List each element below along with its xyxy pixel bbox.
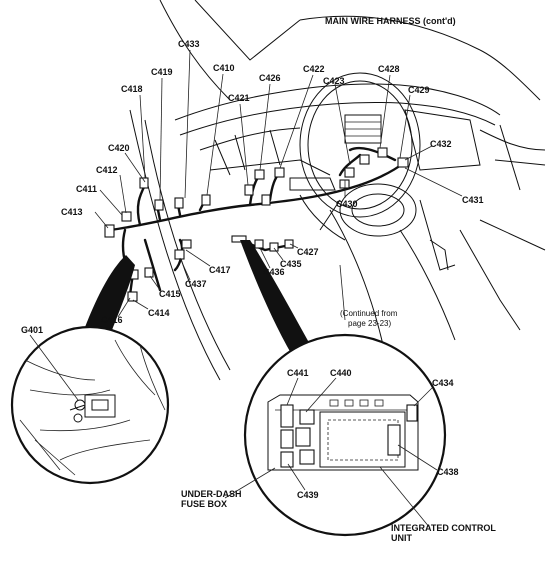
callout-wedges [82,240,312,355]
icu-label-line1: INTEGRATED CONTROL [391,523,496,533]
label-c419: C419 [151,67,173,77]
label-c429: C429 [408,85,430,95]
label-c412: C412 [96,165,118,175]
label-c413: C413 [61,207,83,217]
leader-lines [94,49,463,318]
label-c417: C417 [209,265,231,275]
label-c436: C436 [263,267,285,277]
label-c410: C410 [213,63,235,73]
label-c430: C430 [336,199,358,209]
fuse-box-label-line2: FUSE BOX [181,499,227,509]
label-c433: C433 [178,39,200,49]
label-c421: C421 [228,93,250,103]
label-c432: C432 [430,139,452,149]
label-c423: C423 [323,76,345,86]
label-c428: C428 [378,64,400,74]
connector-blocks [104,147,409,302]
detail-circle-g401 [10,325,170,485]
fuse-box-label-line1: UNDER-DASH [181,489,242,499]
label-c437: C437 [185,279,207,289]
label-c439: C439 [297,490,319,500]
label-c415: C415 [159,289,181,299]
label-c416: C416 [101,315,123,325]
label-c435: C435 [280,259,302,269]
detail-circle-fusebox [224,264,447,537]
steering-wheel [299,72,421,237]
label-c422: C422 [303,64,325,74]
continued-note-line1: (Continued from [340,309,398,318]
label-c411: C411 [76,184,97,194]
label-c431: C431 [462,195,484,205]
label-c438: C438 [437,467,459,477]
icu-label-line2: UNIT [391,533,412,543]
diagram-title: MAIN WIRE HARNESS (cont'd) [325,16,456,26]
label-c441: C441 [287,368,309,378]
label-c440: C440 [330,368,352,378]
label-c420: C420 [108,143,130,153]
label-g401: G401 [21,325,43,335]
continued-note-line2: page 23-23) [348,319,391,328]
label-c418: C418 [121,84,143,94]
car-interior-outline [129,0,546,381]
label-c434: C434 [432,378,454,388]
label-c426: C426 [259,73,281,83]
label-c427: C427 [297,247,319,257]
label-c414: C414 [148,308,170,318]
labels: MAIN WIRE HARNESS (cont'd) C433 C410 C41… [21,16,496,543]
